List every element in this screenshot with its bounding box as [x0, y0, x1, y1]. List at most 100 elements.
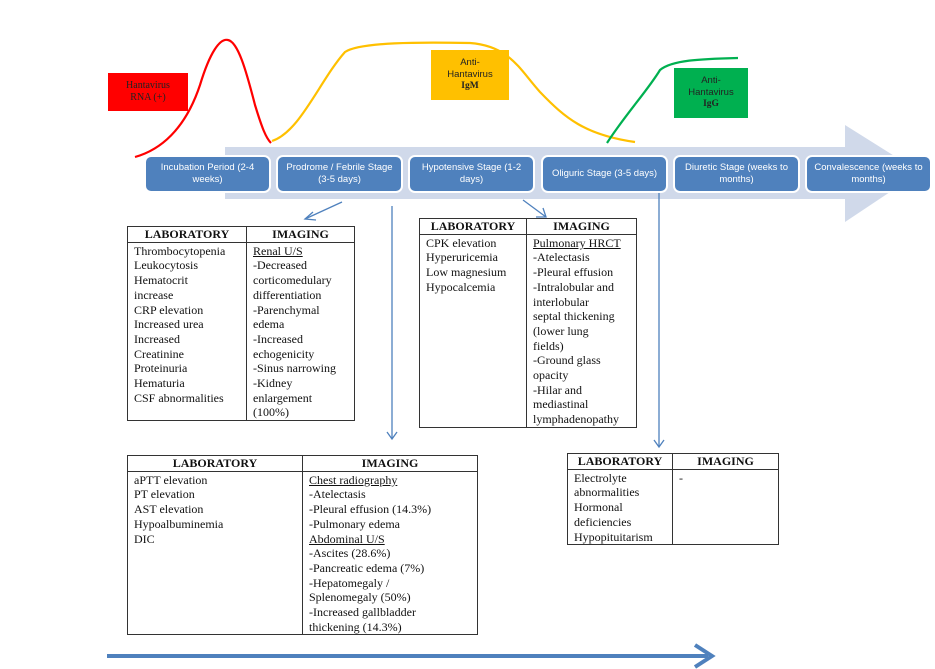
laboratory-finding: Hypocalcemia — [426, 279, 496, 294]
header-imaging: IMAGING — [526, 218, 637, 235]
imaging-finding: mediastinal — [533, 397, 589, 412]
header-imaging: IMAGING — [672, 453, 779, 470]
imaging-finding: Splenomegaly (50%) — [309, 590, 411, 605]
imaging-finding: -Intralobular and — [533, 279, 614, 294]
connector-arrow-hypotensive — [522, 199, 547, 218]
laboratory-finding: Hyperuricemia — [426, 250, 498, 265]
imaging-finding: fields) — [533, 338, 564, 353]
laboratory-finding: AST elevation — [134, 502, 204, 517]
marker-igm-line3: IgM — [461, 80, 479, 91]
marker-igg-line2: Hantavirus — [688, 87, 734, 99]
imaging-finding: -Pleural effusion — [533, 265, 614, 280]
imaging-finding: thickening (14.3%) — [309, 619, 402, 634]
rna-curve — [134, 38, 272, 159]
imaging-finding: (lower lung — [533, 323, 589, 338]
header-imaging: IMAGING — [246, 226, 355, 243]
laboratory-finding: Hematocrit — [134, 273, 188, 288]
imaging-finding: -Pancreatic edema (7%) — [309, 560, 425, 575]
laboratory-finding: deficiencies — [574, 514, 632, 529]
laboratory-finding: Thrombocytopenia — [134, 243, 226, 258]
imaging-finding: -Decreased — [253, 258, 307, 273]
imaging-heading-chest: Chest radiography — [309, 472, 398, 487]
header-laboratory: LABORATORY — [127, 226, 247, 243]
header-laboratory: LABORATORY — [419, 218, 527, 235]
laboratory-finding: Hypopituitarism — [574, 529, 653, 544]
header-imaging: IMAGING — [302, 455, 478, 472]
imaging-heading: Pulmonary HRCT — [533, 235, 621, 250]
laboratory-finding: CSF abnormalities — [134, 390, 224, 405]
laboratory-finding: aPTT elevation — [134, 472, 208, 487]
imaging-finding: -Increased — [253, 331, 303, 346]
imaging-finding: -Pleural effusion (14.3%) — [309, 502, 432, 517]
imaging-finding: interlobular — [533, 294, 589, 309]
laboratory-finding: Hormonal — [574, 500, 623, 515]
laboratory-finding: Creatinine — [134, 346, 184, 361]
bottom-time-arrow — [107, 643, 716, 669]
imaging-heading: Renal U/S — [253, 243, 303, 258]
laboratory-finding: CPK elevation — [426, 235, 497, 250]
imaging-finding: -Hepatomegaly / — [309, 575, 390, 590]
stage-diuretic: Diuretic Stage (weeks to months) — [673, 155, 800, 193]
laboratory-finding: Hypoalbuminemia — [134, 516, 224, 531]
imaging-finding: -Ascites (28.6%) — [309, 546, 391, 561]
imaging-finding: lymphadenopathy — [533, 412, 619, 427]
imaging-finding: -Ground glass — [533, 353, 601, 368]
laboratory-finding: Proteinuria — [134, 361, 188, 376]
imaging-finding: enlargement — [253, 390, 313, 405]
marker-rna-line2: RNA (+) — [130, 92, 166, 103]
imaging-finding: septal thickening — [533, 309, 615, 324]
connector-arrow-febrile — [303, 201, 343, 221]
stage-incubation: Incubation Period (2-4 weeks) — [144, 155, 271, 193]
connector-arrow-febrile-late — [386, 206, 398, 441]
imaging-finding: -Atelectasis — [533, 250, 590, 265]
imaging-finding: -Atelectasis — [309, 487, 366, 502]
imaging-finding: opacity — [533, 368, 569, 383]
stage-prodrome-febrile: Prodrome / Febrile Stage (3-5 days) — [276, 155, 403, 193]
imaging-finding: corticomedulary — [253, 273, 332, 288]
laboratory-finding: CRP elevation — [134, 302, 204, 317]
igg-curve — [606, 56, 739, 144]
imaging-finding: echogenicity — [253, 346, 315, 361]
stage-convalescence: Convalescence (weeks to months) — [805, 155, 932, 193]
imaging-finding: -Increased gallbladder — [309, 605, 416, 620]
laboratory-finding: Hematuria — [134, 376, 185, 391]
laboratory-finding: DIC — [134, 531, 155, 546]
laboratory-finding: Leukocytosis — [134, 258, 198, 273]
marker-igm-line2: Hantavirus — [447, 69, 493, 81]
imaging-finding: -Sinus narrowing — [253, 361, 336, 376]
marker-igg-line1: Anti- — [701, 75, 721, 87]
laboratory-finding: abnormalities — [574, 485, 640, 500]
stage-hypotensive: Hypotensive Stage (1-2 days) — [408, 155, 535, 193]
imaging-finding: -Parenchymal — [253, 302, 320, 317]
igm-curve — [271, 41, 636, 144]
imaging-finding: (100%) — [253, 405, 289, 420]
laboratory-finding: increase — [134, 287, 174, 302]
imaging-heading-abdominal: Abdominal U/S — [309, 531, 385, 546]
header-laboratory: LABORATORY — [127, 455, 303, 472]
imaging-finding: differentiation — [253, 287, 322, 302]
laboratory-finding: Electrolyte — [574, 470, 627, 485]
header-laboratory: LABORATORY — [567, 453, 673, 470]
imaging-finding: -Pulmonary edema — [309, 516, 400, 531]
stage-oliguric: Oliguric Stage (3-5 days) — [541, 155, 668, 193]
marker-igg-line3: IgG — [703, 98, 719, 109]
imaging-finding: edema — [253, 317, 285, 332]
marker-rna-line1: Hantavirus — [126, 79, 170, 91]
imaging-finding: - — [679, 470, 683, 485]
imaging-cell: Pulmonary HRCT -Atelectasis-Pleural effu… — [526, 234, 637, 428]
laboratory-finding: Increased urea — [134, 317, 204, 332]
imaging-finding: -Kidney — [253, 376, 293, 391]
imaging-cell: - — [672, 469, 779, 546]
laboratory-finding: PT elevation — [134, 487, 195, 502]
imaging-cell: Chest radiography -Atelectasis-Pleural e… — [302, 471, 478, 636]
